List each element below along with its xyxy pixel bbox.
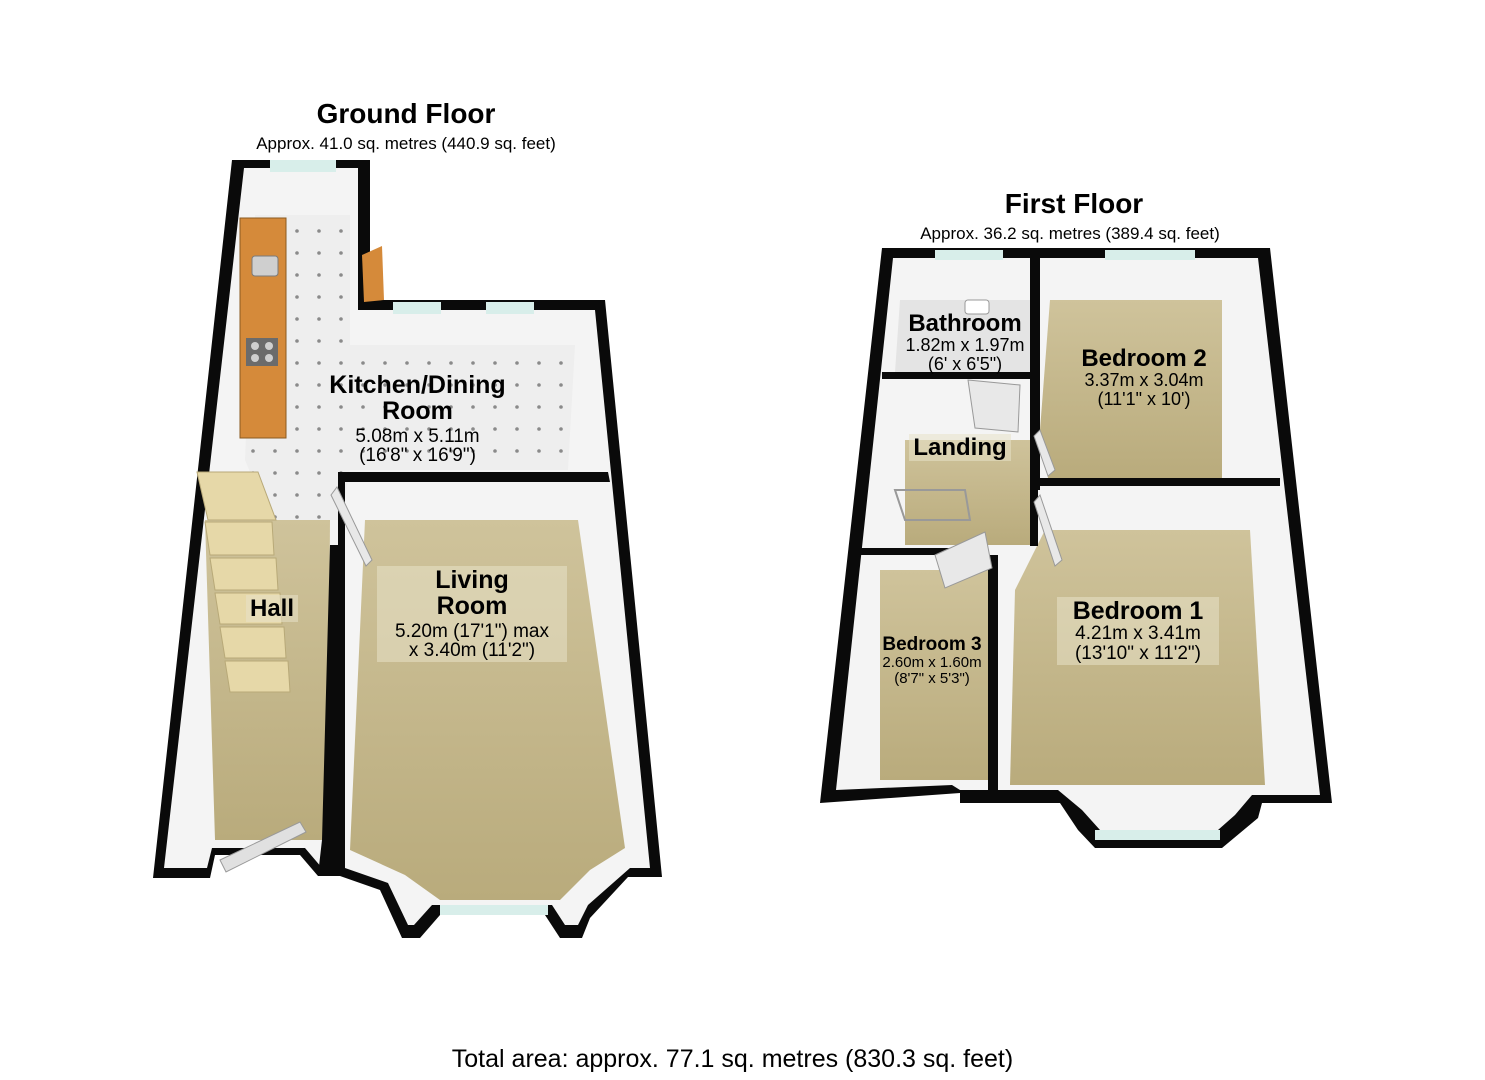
bathroom-label: Bathroom 1.82m x 1.97m (6' x 6'5"): [892, 311, 1038, 374]
bedroom-2-window: [1105, 250, 1195, 260]
bedroom1-bedroom2-wall: [1030, 478, 1280, 486]
first-floor-area: Approx. 36.2 sq. metres (389.4 sq. feet): [920, 224, 1220, 243]
bedroom-2-label: Bedroom 2 3.37m x 3.04m (11'1" x 10'): [1062, 346, 1226, 409]
kitchen-back-window: [270, 160, 336, 172]
hall-living-partition: [318, 545, 345, 875]
bedroom1-landing-wall: [1030, 486, 1038, 546]
landing-label: Landing: [900, 434, 1020, 462]
kitchen-dining-dims-metric: 5.08m x 5.11m: [355, 425, 480, 447]
kitchen-dining-dims-imperial: (16'8" x 16'9"): [359, 445, 476, 467]
bedroom3-landing-wall: [860, 548, 950, 555]
living-room-door: [330, 486, 373, 567]
bathroom-basin-icon: [964, 299, 990, 315]
bedroom-1-name: Bedroom 1: [1072, 597, 1204, 625]
bedroom-1-dims-metric: 4.21m x 3.41m: [1075, 623, 1201, 645]
bathroom-window: [935, 250, 1003, 260]
living-room-name-1: Living: [435, 566, 509, 594]
bedroom-2-dims-metric: 3.37m x 3.04m: [1084, 370, 1204, 391]
dining-window-right: [486, 302, 534, 314]
bathroom-dims-imperial: (6' x 6'5"): [927, 354, 1003, 375]
bay-window: [440, 905, 548, 915]
ground-floor-area: Approx. 41.0 sq. metres (440.9 sq. feet): [256, 134, 556, 153]
ground-floor-plan: [153, 160, 662, 938]
staircase: [196, 471, 291, 693]
bathroom-floor: [895, 300, 1030, 372]
kitchen-floor: [245, 215, 575, 520]
living-room-dims-1: 5.20m (17'1") max: [395, 620, 549, 642]
hall-label: Hall: [240, 595, 304, 623]
kitchen-worktop: [239, 217, 287, 439]
bedroom-2-dims-imperial: (11'1" x 10'): [1097, 389, 1191, 410]
first-floor-title: First Floor: [1004, 188, 1144, 219]
front-door: [219, 821, 307, 873]
living-room-dims-2: x 3.40m (11'2"): [408, 640, 536, 662]
bathroom-name: Bathroom: [908, 310, 1022, 337]
living-room-name-2: Room: [436, 592, 508, 621]
bedroom-1-label: Bedroom 1 4.21m x 3.41m (13'10" x 11'2"): [1056, 597, 1220, 666]
bedroom-3-name: Bedroom 3: [882, 634, 982, 655]
landing-floor: [905, 440, 1030, 545]
bedroom-3-dims-metric: 2.60m x 1.60m: [882, 653, 982, 671]
hall-name: Hall: [245, 595, 298, 623]
landing-name: Landing: [909, 434, 1011, 462]
living-room-label: Living Room 5.20m (17'1") max x 3.40m (1…: [376, 566, 568, 663]
bedroom-3-door: [934, 531, 993, 589]
kitchen-dining-label: Kitchen/Dining Room 5.08m x 5.11m (16'8"…: [300, 372, 535, 466]
bedroom-3-floor: [880, 570, 990, 780]
bathroom-dims-metric: 1.82m x 1.97m: [905, 335, 1025, 356]
kitchen-dining-name-2: Room: [382, 397, 453, 426]
dining-window-left: [393, 302, 441, 314]
total-area: Total area: approx. 77.1 sq. metres (830…: [451, 1045, 1014, 1073]
bedroom-3-dims-imperial: (8'7" x 5'3"): [894, 669, 970, 687]
kitchen-dining-name-1: Kitchen/Dining: [329, 371, 506, 399]
bedroom3-bedroom1-wall: [988, 555, 998, 795]
bathroom-door: [967, 379, 1021, 433]
bedroom-3-label: Bedroom 3 2.60m x 1.60m (8'7" x 5'3"): [870, 635, 994, 686]
hob-icon: [246, 338, 278, 366]
bedroom-2-floor: [1040, 300, 1222, 478]
first-floor-plan: [820, 248, 1332, 848]
bathroom-landing-wall: [882, 372, 1032, 379]
landing-banister: [893, 489, 972, 521]
kitchen-living-partition: [338, 472, 610, 560]
bedroom-2-name: Bedroom 2: [1081, 345, 1207, 372]
bedroom-2-door: [1033, 429, 1056, 477]
ground-floor-title: Ground Floor: [316, 98, 496, 129]
back-door: [362, 246, 384, 302]
bedroom2-left-wall: [1030, 250, 1040, 490]
bedroom-1-dims-imperial: (13'10" x 11'2"): [1074, 643, 1201, 665]
bedroom-1-door: [1033, 494, 1063, 567]
sink-icon: [251, 255, 279, 277]
bedroom-1-bay-window: [1095, 830, 1220, 840]
